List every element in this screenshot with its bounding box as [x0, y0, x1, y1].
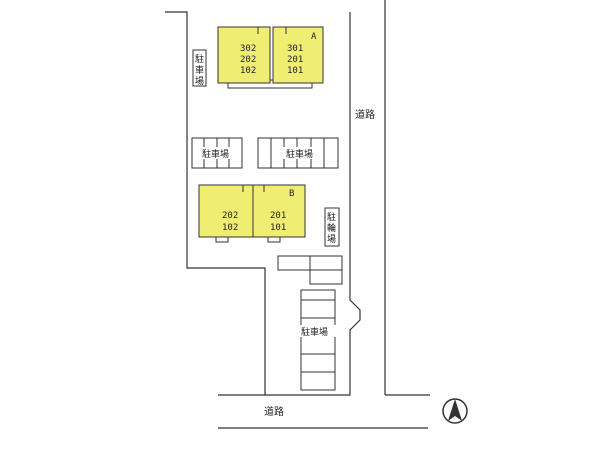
parking-mid-left-label: 駐車場 [202, 148, 229, 160]
building-a-room-201: 201 [287, 55, 303, 65]
road-east-label: 道路 [355, 108, 375, 121]
site-boundary [165, 11, 361, 396]
building-a-room-102: 102 [240, 66, 256, 76]
bicycle-parking: 駐 輪 場 [324, 207, 340, 247]
road-south [218, 394, 428, 429]
road-south-label: 道路 [264, 405, 284, 418]
building-b: B 202 102 201 101 [198, 184, 306, 243]
bicycle-parking-char-1: 駐 [327, 211, 336, 223]
building-b-room-101: 101 [270, 223, 286, 233]
parking-south-label: 駐車場 [301, 326, 328, 338]
building-a-room-202: 202 [240, 55, 256, 65]
road-east [384, 0, 430, 396]
building-a-room-302: 302 [240, 44, 256, 54]
parking-west-char-1: 駐 [195, 53, 204, 65]
parking-slots-upper [277, 255, 343, 285]
building-a-room-301: 301 [287, 44, 303, 54]
building-b-room-201: 201 [270, 211, 286, 221]
parking-mid-right-label: 駐車場 [286, 148, 313, 160]
compass-icon [442, 398, 468, 424]
building-a: A 302 202 102 301 201 101 [217, 26, 324, 89]
building-a-room-101: 101 [287, 66, 303, 76]
building-b-room-202: 202 [222, 211, 238, 221]
bicycle-parking-char-2: 輪 [327, 222, 336, 234]
parking-south [300, 289, 336, 391]
parking-west-char-3: 場 [195, 75, 204, 87]
bicycle-parking-char-3: 場 [327, 233, 336, 245]
building-a-tag: A [311, 32, 317, 42]
building-b-room-102: 102 [222, 223, 238, 233]
parking-west-char-2: 車 [195, 64, 204, 76]
building-b-tag: B [289, 189, 294, 199]
parking-west: 駐 車 場 [192, 49, 207, 87]
